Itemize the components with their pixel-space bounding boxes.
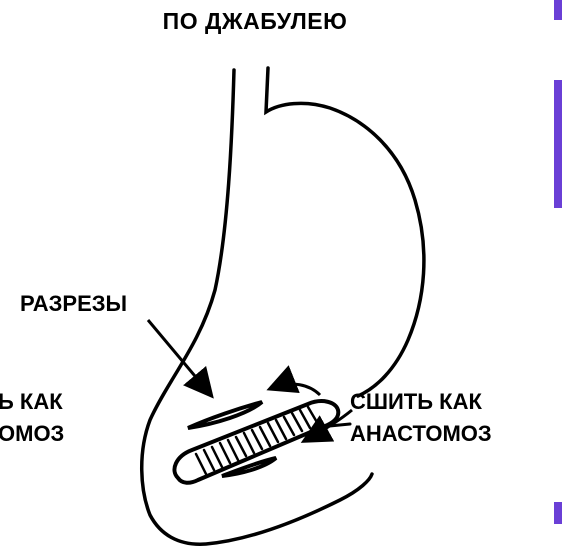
stomach-inner-contour [266, 68, 424, 396]
label-left-line2: ОМОЗ [0, 420, 64, 448]
label-right-line2: АНАСТОМОЗ [350, 420, 492, 448]
label-incisions: РАЗРЕЗЫ [20, 290, 127, 318]
anastomosis-arrow-top [272, 384, 320, 395]
label-left-line1: Ь КАК [0, 388, 63, 416]
incision-upper [188, 402, 262, 428]
label-right-line1: СШИТЬ КАК [350, 388, 482, 416]
anastomosis-capsule [174, 401, 338, 483]
